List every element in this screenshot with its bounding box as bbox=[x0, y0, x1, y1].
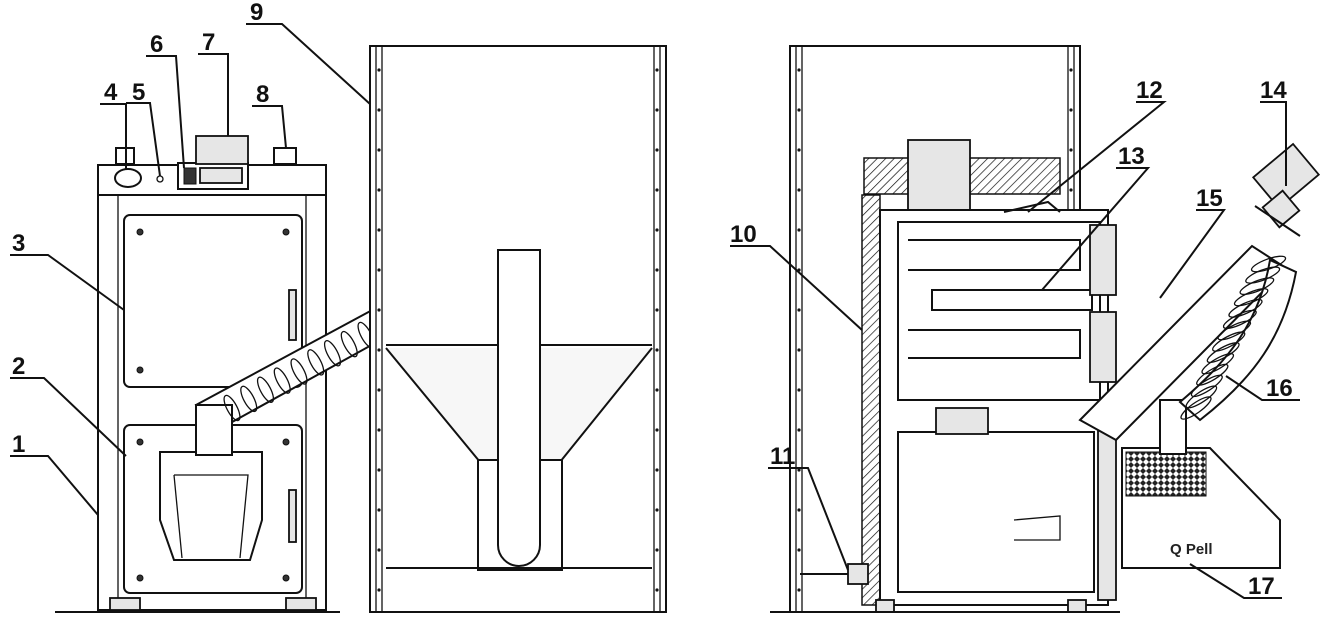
callout-12: 12 bbox=[1136, 77, 1163, 104]
silo-rivet bbox=[1069, 108, 1073, 112]
silo-rivet bbox=[377, 468, 381, 472]
silo-rivet bbox=[797, 588, 801, 592]
auger-ring bbox=[1233, 288, 1269, 307]
boiler-front-view bbox=[55, 135, 340, 613]
silo-rivet bbox=[655, 268, 659, 272]
auger-ring bbox=[1217, 320, 1252, 341]
silo-rivet bbox=[655, 308, 659, 312]
boiler-side-view bbox=[770, 45, 1120, 613]
callout-16: 16 bbox=[1266, 375, 1293, 402]
silo-rivet bbox=[1069, 148, 1073, 152]
silo-rivet bbox=[797, 108, 801, 112]
silo-rivet bbox=[655, 348, 659, 352]
callout-13: 13 bbox=[1118, 143, 1145, 170]
auger-ring bbox=[307, 349, 325, 376]
silo-rivet bbox=[377, 308, 381, 312]
callout-2: 2 bbox=[12, 353, 25, 380]
silo-rivet bbox=[797, 148, 801, 152]
callout-17: 17 bbox=[1248, 573, 1275, 600]
silo-rivet bbox=[655, 228, 659, 232]
silo-rivet bbox=[797, 468, 801, 472]
auger-ring bbox=[240, 385, 258, 413]
silo-rivet bbox=[797, 388, 801, 392]
auger-ring bbox=[340, 330, 358, 358]
auger-ring bbox=[1239, 277, 1275, 296]
leader-lines bbox=[10, 23, 1300, 599]
silo-rivet bbox=[797, 68, 801, 72]
auger-ring bbox=[1228, 298, 1263, 318]
auger-ring bbox=[1250, 255, 1287, 273]
callout-6: 6 bbox=[150, 31, 163, 58]
silo-rivet bbox=[655, 468, 659, 472]
callout-14: 14 bbox=[1260, 77, 1287, 104]
silo-rivet bbox=[655, 588, 659, 592]
silo-rivet bbox=[797, 228, 801, 232]
silo-rivet bbox=[377, 348, 381, 352]
silo-rivet bbox=[377, 588, 381, 592]
silo-rivet bbox=[655, 148, 659, 152]
silo-rivet bbox=[1069, 188, 1073, 192]
pellet-burner bbox=[1121, 399, 1281, 569]
silo-rivet bbox=[377, 188, 381, 192]
callout-15: 15 bbox=[1196, 185, 1223, 212]
silo-rivet bbox=[655, 508, 659, 512]
auger-ring bbox=[256, 376, 275, 403]
auger-ring bbox=[1245, 266, 1281, 284]
silo-rivet bbox=[377, 388, 381, 392]
callout-3: 3 bbox=[12, 230, 25, 257]
auger-ring bbox=[1180, 396, 1212, 420]
silo-rivet bbox=[655, 68, 659, 72]
auger-ring bbox=[323, 340, 342, 367]
auger-ring bbox=[1201, 352, 1235, 375]
silo-rivet bbox=[377, 268, 381, 272]
silo-rivet bbox=[797, 308, 801, 312]
silo-rivet bbox=[655, 548, 659, 552]
silo-rivet bbox=[655, 388, 659, 392]
silo-rivet bbox=[797, 508, 801, 512]
auger-ring bbox=[1190, 374, 1223, 398]
auger-ring bbox=[1212, 331, 1246, 352]
auger-ring bbox=[1206, 342, 1240, 364]
callout-5: 5 bbox=[132, 79, 145, 106]
callout-9: 9 bbox=[250, 0, 263, 26]
callout-1: 1 bbox=[12, 431, 25, 458]
silo-rivet bbox=[377, 68, 381, 72]
silo-rivet bbox=[797, 548, 801, 552]
pellet-silo bbox=[369, 45, 667, 613]
auger-ring bbox=[290, 358, 308, 385]
silo-rivet bbox=[377, 108, 381, 112]
silo-rivet bbox=[377, 548, 381, 552]
auger-ring bbox=[223, 394, 241, 422]
silo-rivet bbox=[797, 188, 801, 192]
callout-labels: 1 2 3 4 5 6 7 8 9 10 11 12 13 14 15 16 1… bbox=[12, 0, 1293, 600]
silo-rivet bbox=[377, 428, 381, 432]
silo-rivet bbox=[797, 348, 801, 352]
silo-rivet bbox=[797, 428, 801, 432]
auger-ring bbox=[273, 367, 291, 394]
silo-rivet bbox=[377, 148, 381, 152]
callout-8: 8 bbox=[256, 81, 269, 108]
callout-7: 7 bbox=[202, 29, 215, 56]
silo-rivet bbox=[655, 108, 659, 112]
callout-4: 4 bbox=[104, 79, 118, 106]
callout-11: 11 bbox=[770, 443, 795, 470]
silo-rivet bbox=[377, 228, 381, 232]
callout-10: 10 bbox=[730, 221, 757, 248]
silo-rivet bbox=[1069, 68, 1073, 72]
auger-ring bbox=[1196, 363, 1229, 386]
auger-ring bbox=[1185, 385, 1218, 409]
burner-brand-label: Q Pell bbox=[1170, 541, 1213, 558]
silo-rivet bbox=[655, 188, 659, 192]
auger-ring bbox=[1222, 309, 1257, 330]
silo-rivet bbox=[655, 428, 659, 432]
silo-rivet bbox=[377, 508, 381, 512]
